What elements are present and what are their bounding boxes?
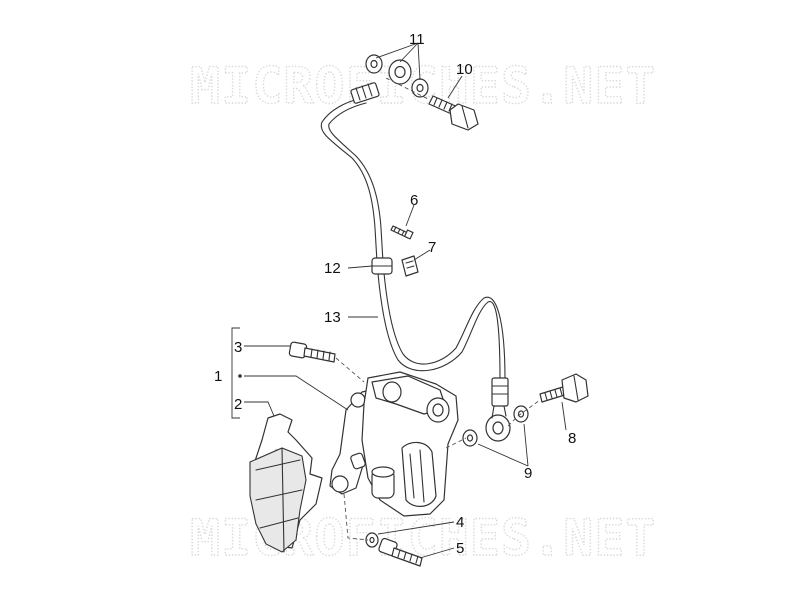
callout-7: 7 [428,239,436,256]
clip-screw [390,225,414,240]
assembly-line-banjo [445,437,467,449]
banjo-bolt-upper [428,95,479,131]
group-bracket [231,327,240,419]
assembly-line-bolt [335,357,365,383]
leader-lines [244,42,567,559]
slide-pin-washer [365,532,379,548]
callout-3: 3 [234,339,242,356]
caliper-mount-bolt [288,341,336,363]
callout-11: 11 [409,31,425,48]
group-dot [238,374,242,378]
brake-pad-front [249,447,307,553]
callout-13: 13 [324,309,341,326]
assembly-line-upper-bolt [385,77,431,101]
callout-12: 12 [324,260,341,277]
callout-10: 10 [456,61,473,78]
hose-guide [371,257,393,275]
hose-upper-fitting [350,82,380,104]
lower-washer-left [462,429,478,447]
upper-washer-right [411,78,429,98]
hose-clip [401,255,419,277]
slide-pin-bolt [378,537,423,567]
callout-8: 8 [568,430,576,447]
callout-4: 4 [456,514,464,531]
assembly-line-lower-bolt [507,399,541,427]
callout-6: 6 [410,192,418,209]
banjo-bolt-lower [539,373,589,403]
upper-washer-left [365,54,383,74]
callout-2: 2 [234,396,242,413]
callout-9: 9 [524,465,532,482]
callout-1: 1 [214,368,222,385]
hose-lower-fitting [485,377,511,442]
callout-5: 5 [456,540,464,557]
banjo-fitting-top [388,59,412,85]
brake-hose [320,97,506,381]
brake-caliper [329,371,459,517]
assembly-line-slide-pin [343,493,369,541]
